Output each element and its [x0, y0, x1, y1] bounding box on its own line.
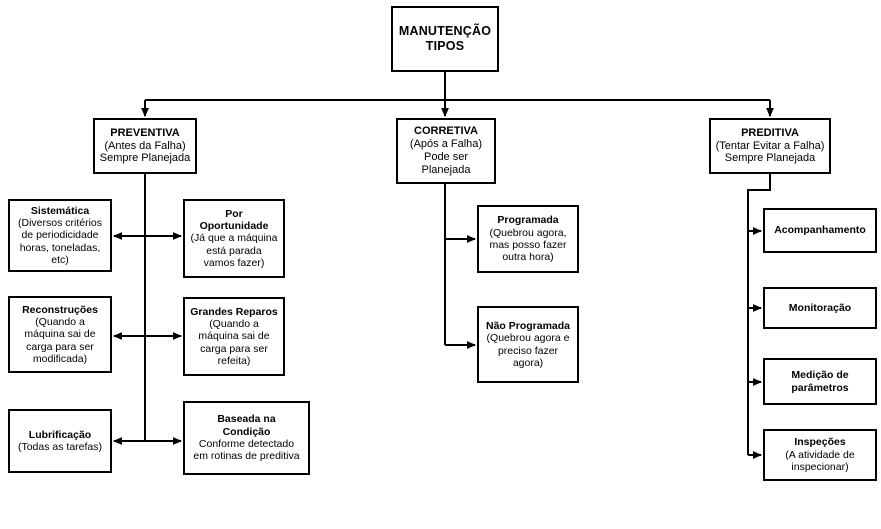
node-subtitle-2: máquina sai de [24, 328, 96, 341]
node-monitoracao[interactable]: Monitoração [763, 287, 877, 329]
node-subtitle-2: Sempre Planejada [99, 152, 191, 165]
node-title: PREDITIVA [741, 126, 799, 139]
node-subtitle-1: (Quando a [35, 315, 85, 328]
node-nao-programada[interactable]: Não Programada (Quebrou agora e preciso … [477, 306, 579, 383]
node-title: Grandes Reparos [190, 305, 278, 318]
node-subtitle-1: Conforme detectado [198, 438, 295, 450]
node-corretiva[interactable]: CORRETIVA (Após a Falha) Pode ser Planej… [396, 118, 496, 184]
node-title-line-1: Baseada na [217, 413, 276, 426]
node-manutencao-tipos[interactable]: MANUTENÇÃO TIPOS [391, 6, 499, 72]
node-preditiva[interactable]: PREDITIVA (Tentar Evitar a Falha) Sempre… [709, 118, 831, 174]
node-subtitle-1: (Todas as tarefas) [17, 441, 103, 453]
node-title: Lubrificação [28, 428, 92, 441]
node-por-oportunidade[interactable]: Por Oportunidade (Já que a máquina está … [183, 199, 285, 278]
node-title: Programada [497, 214, 559, 227]
node-lubrificacao[interactable]: Lubrificação (Todas as tarefas) [8, 409, 112, 473]
node-subtitle-2: está parada [206, 244, 262, 257]
node-title-line-2: Oportunidade [199, 219, 269, 232]
node-subtitle-3: carga para ser [26, 340, 94, 353]
node-subtitle-3: agora) [512, 356, 544, 369]
node-subtitle-2: Pode ser [423, 151, 469, 163]
node-preventiva[interactable]: PREVENTIVA (Antes da Falha) Sempre Plane… [93, 118, 197, 174]
node-title: Não Programada [485, 319, 571, 332]
node-title: Monitoração [788, 301, 852, 314]
node-subtitle-1: (Diversos critérios [17, 216, 102, 229]
node-subtitle-1: (Quebrou agora e [486, 332, 570, 345]
node-subtitle-1: (Após a Falha) [409, 138, 483, 151]
node-subtitle-1: (Já que a máquina [190, 232, 278, 245]
node-subtitle-4: etc) [51, 254, 69, 267]
node-subtitle-3: outra hora) [502, 251, 554, 264]
node-title-line-1: Por [225, 207, 243, 220]
node-title: PREVENTIVA [110, 126, 180, 139]
node-subtitle-2: máquina sai de [198, 330, 270, 343]
node-programada[interactable]: Programada (Quebrou agora, mas posso faz… [477, 205, 579, 273]
node-title: Acompanhamento [774, 224, 866, 237]
node-baseada-na-condicao[interactable]: Baseada na Condição Conforme detectado e… [183, 401, 310, 475]
node-subtitle-1: (Quando a [209, 317, 259, 330]
node-medicao-de-parametros[interactable]: Medição de parâmetros [763, 358, 877, 405]
node-subtitle-3: carga para ser [200, 342, 268, 355]
node-reconstrucoes[interactable]: Reconstruções (Quando a máquina sai de c… [8, 296, 112, 373]
node-title: Sistemática [30, 204, 90, 217]
node-title: CORRETIVA [414, 125, 478, 138]
node-subtitle-2: inspecionar) [791, 461, 849, 474]
node-inspecoes[interactable]: Inspeções (A atividade de inspecionar) [763, 429, 877, 481]
node-subtitle-3: vamos fazer) [203, 257, 265, 270]
node-subtitle-4: refeita) [217, 355, 251, 368]
node-subtitle-2: Sempre Planejada [724, 152, 816, 165]
node-subtitle-2: mas posso fazer [489, 239, 567, 251]
node-title-line-2: parâmetros [791, 381, 849, 394]
node-title: Inspeções [794, 436, 846, 449]
node-title-line-1: MANUTENÇÃO [398, 24, 492, 39]
node-subtitle-1: (Antes da Falha) [104, 139, 186, 152]
node-subtitle-1: (Quebrou agora, [489, 226, 567, 239]
node-acompanhamento[interactable]: Acompanhamento [763, 208, 877, 253]
node-title: Reconstruções [22, 303, 98, 316]
node-title-line-2: Condição [222, 425, 271, 438]
node-subtitle-3: Planejada [421, 163, 471, 176]
node-subtitle-2: preciso fazer [497, 344, 559, 357]
node-subtitle-1: (A atividade de [785, 448, 855, 461]
node-sistematica[interactable]: Sistemática (Diversos critérios de perio… [8, 199, 112, 272]
node-subtitle-2: de periodicidade [21, 229, 99, 242]
node-subtitle-3: horas, toneladas, [19, 241, 101, 254]
node-subtitle-2: em rotinas de preditiva [193, 450, 300, 463]
node-title-line-1: Medição de [791, 369, 849, 382]
node-grandes-reparos[interactable]: Grandes Reparos (Quando a máquina sai de… [183, 297, 285, 376]
node-subtitle-4: modificada) [32, 353, 88, 366]
node-subtitle-1: (Tentar Evitar a Falha) [715, 139, 825, 152]
node-title-line-2: TIPOS [425, 39, 465, 53]
